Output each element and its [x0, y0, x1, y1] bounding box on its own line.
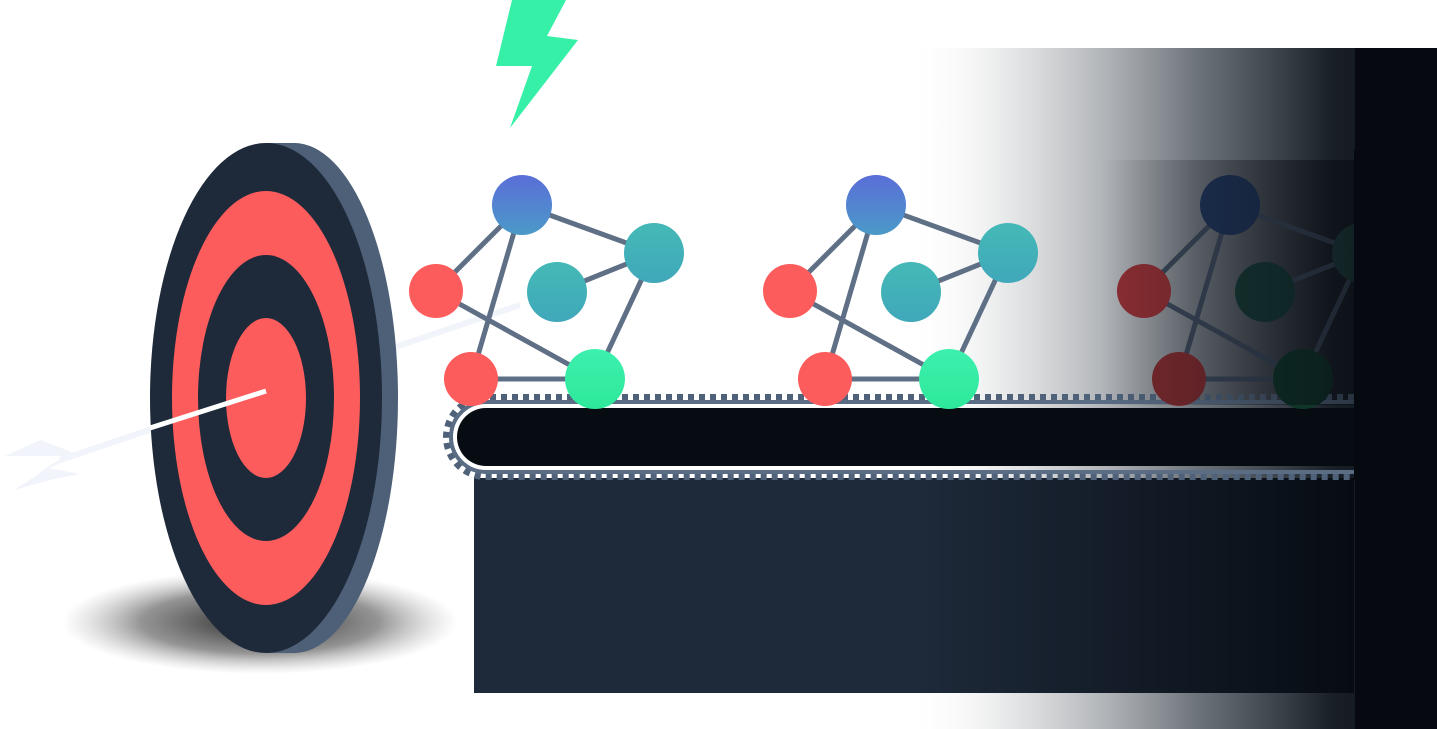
molecule-atom-red2 [444, 352, 498, 406]
molecule-atom-teal1 [978, 223, 1038, 283]
molecule-network-icon [409, 175, 684, 409]
molecule-atom-red1 [409, 264, 463, 318]
molecule-atom-teal2 [881, 262, 941, 322]
molecule-atom-blue [846, 175, 906, 235]
arrow-fletching [5, 440, 74, 492]
right-shade-overlay [1100, 160, 1355, 405]
right-edge-cover [1354, 150, 1437, 480]
molecule-atom-teal1 [624, 223, 684, 283]
bullseye-icon [150, 143, 398, 653]
molecule-bond [434, 288, 597, 382]
lightning-bolt-icon [496, 0, 578, 128]
molecule-atom-red2 [798, 352, 852, 406]
molecule-atom-green [565, 349, 625, 409]
molecule-atom-red1 [763, 264, 817, 318]
arrow-shaft [149, 388, 267, 431]
belt-body [457, 408, 1354, 466]
molecule-bond [468, 204, 525, 380]
molecule-bond [822, 204, 879, 380]
arrow-fletching-2 [14, 468, 80, 490]
molecule-network-icon [763, 175, 1038, 409]
molecule-atom-teal2 [527, 262, 587, 322]
molecule-atom-green [919, 349, 979, 409]
conveyor-base [474, 478, 1354, 693]
molecule-bond [788, 288, 951, 382]
conveyor-belt-icon [443, 394, 1354, 480]
molecule-atom-blue [492, 175, 552, 235]
target-bullseye [226, 318, 306, 478]
